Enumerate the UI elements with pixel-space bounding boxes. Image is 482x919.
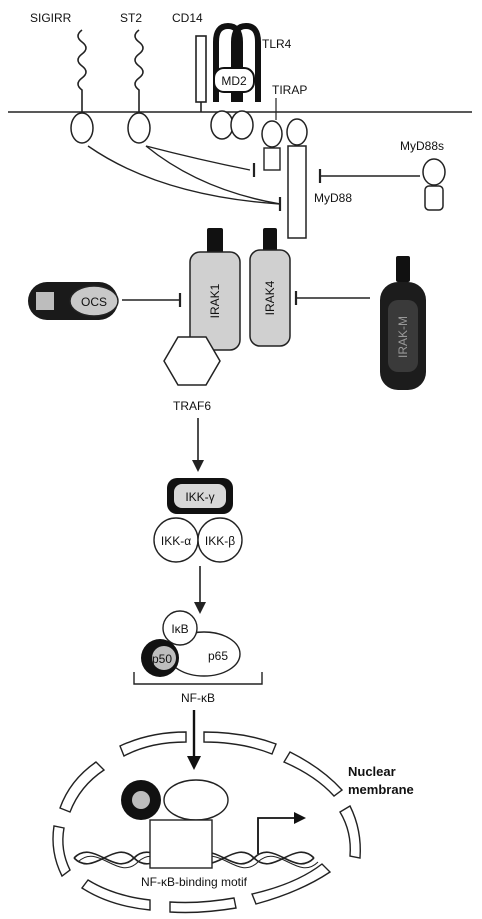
- nfkb-complex: p65 IκB p50: [141, 610, 241, 677]
- irak4-protein: IRAK4: [249, 228, 291, 347]
- label-binding-motif: NF-κB-binding motif: [141, 875, 248, 889]
- label-socs: OCS: [81, 295, 107, 309]
- label-tirap: TIRAP: [272, 83, 307, 97]
- nuclear-membrane: [52, 731, 361, 914]
- tirap-protein: [261, 120, 283, 171]
- label-myd88: MyD88: [314, 191, 352, 205]
- arrow-traf6-to-ikk: [192, 418, 204, 472]
- irak1-protein: IRAK1: [189, 228, 241, 351]
- transcription-arrow: [257, 812, 306, 854]
- ikk-alpha-protein: IKK-α: [153, 517, 199, 563]
- dna-binding-site: [149, 819, 213, 869]
- label-ikb: IκB: [171, 622, 188, 636]
- myd88-protein: [286, 118, 308, 239]
- label-nfkb: NF-κB: [181, 691, 215, 705]
- label-st2: ST2: [120, 11, 142, 25]
- label-p50: p50: [152, 652, 172, 666]
- label-irak1: IRAK1: [208, 283, 222, 318]
- socs-protein: OCS: [28, 282, 119, 320]
- arrow-ikk-to-nfkb: [194, 566, 206, 614]
- nuclear-nfkb: [121, 779, 229, 821]
- label-sigirr: SIGIRR: [30, 11, 72, 25]
- label-cd14: CD14: [172, 11, 203, 25]
- irak-m-protein: IRAK-M: [380, 256, 426, 390]
- label-md2: MD2: [221, 74, 247, 88]
- sigirr-st2-inhibition: [87, 145, 282, 211]
- label-irak4: IRAK4: [263, 280, 277, 315]
- nfkb-bracket: [133, 672, 263, 685]
- label-tlr4: TLR4: [262, 37, 292, 51]
- sigirr-receptor: [70, 29, 94, 144]
- label-ikk-alpha: IKK-α: [161, 534, 191, 548]
- md2-protein: MD2: [213, 67, 255, 93]
- myd88s-protein: [422, 158, 446, 211]
- irak-m-inhibition: [294, 291, 370, 305]
- ikk-gamma-protein: IKK-γ: [167, 478, 233, 514]
- label-nuclear-membrane-2: membrane: [348, 782, 414, 797]
- ikk-beta-protein: IKK-β: [197, 517, 243, 563]
- label-ikk-beta: IKK-β: [205, 534, 235, 548]
- cd14-receptor: [195, 35, 207, 112]
- st2-receptor: [127, 29, 151, 144]
- myd88s-inhibition: [318, 169, 420, 183]
- socs-inhibition: [122, 293, 182, 307]
- traf6-protein: [163, 336, 221, 386]
- arrow-nfkb-to-nucleus: [187, 710, 201, 770]
- label-traf6: TRAF6: [173, 399, 211, 413]
- label-nuclear-membrane-1: Nuclear: [348, 764, 396, 779]
- label-irak-m: IRAK-M: [396, 316, 410, 358]
- tlr4-receptor: [210, 22, 261, 140]
- label-p65: p65: [208, 649, 228, 663]
- label-ikk-gamma: IKK-γ: [185, 490, 214, 504]
- label-myd88s: MyD88s: [400, 139, 444, 153]
